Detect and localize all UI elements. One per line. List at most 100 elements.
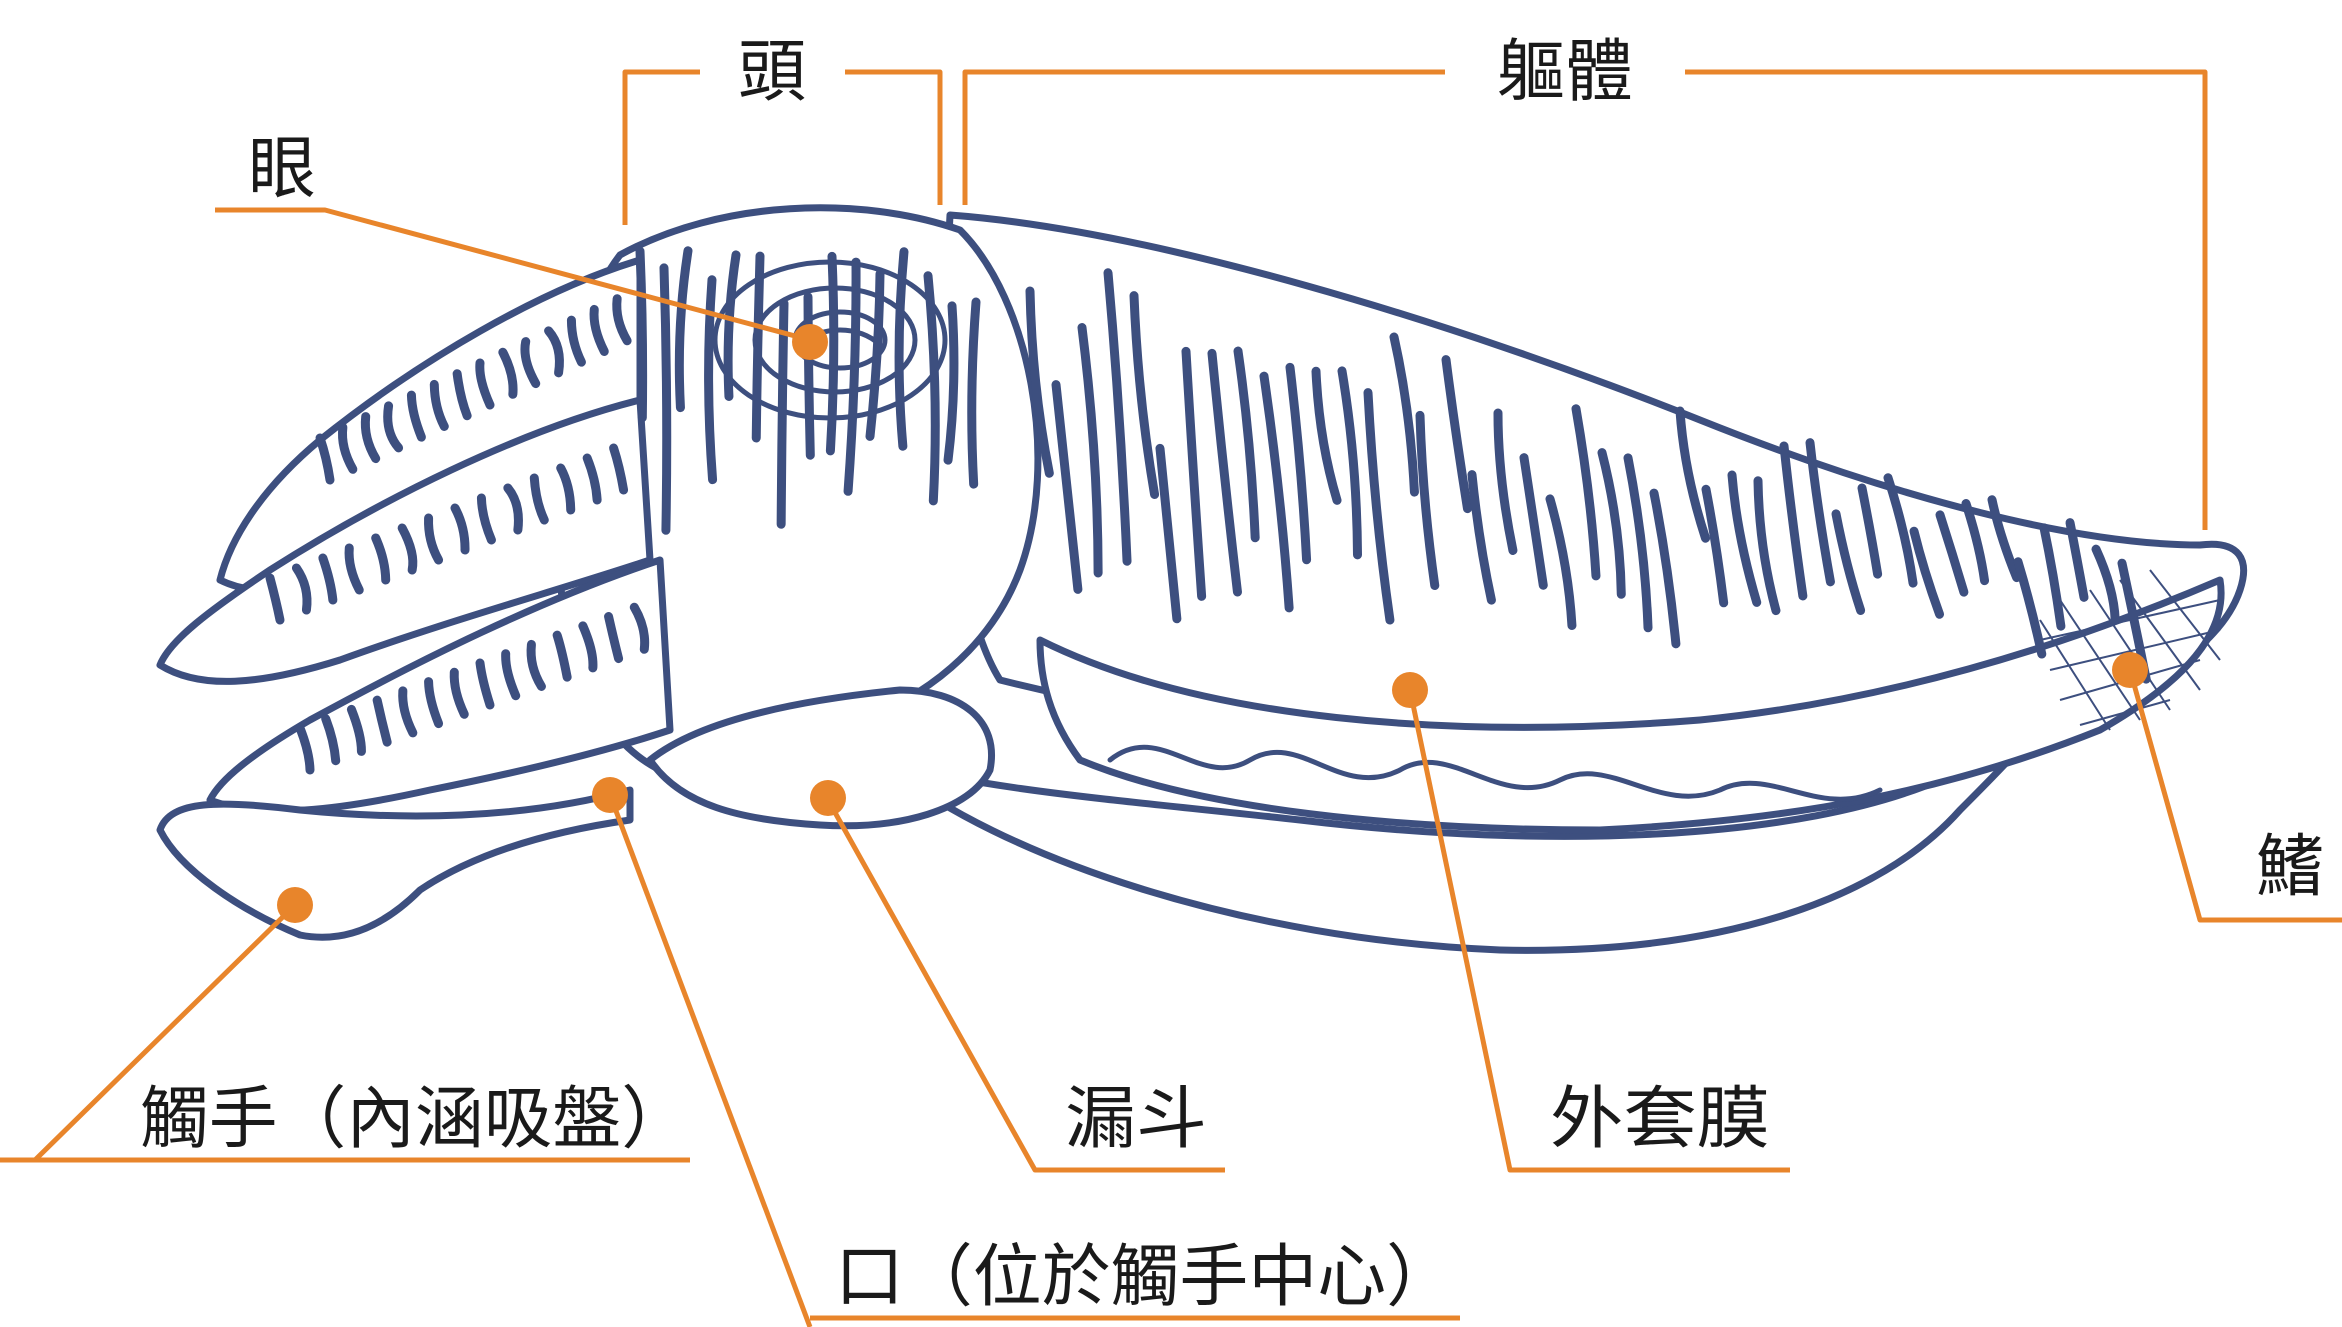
stripe-mark xyxy=(865,269,885,441)
stripe-mark xyxy=(659,263,672,535)
stripe-mark xyxy=(612,294,632,346)
stripe-mark xyxy=(450,503,470,555)
stripe-mark xyxy=(604,612,624,664)
stripe-mark xyxy=(371,533,391,585)
stripe-mark xyxy=(1051,380,1083,594)
stripe-mark xyxy=(1259,371,1294,613)
mouth-label: 口（位於觸手中心） xyxy=(835,1238,1455,1317)
stripe-mark xyxy=(1337,366,1362,560)
fin-leader-line xyxy=(2127,669,2342,923)
stripe-mark xyxy=(1909,526,1945,619)
stripe-mark xyxy=(776,298,789,529)
stripe-mark xyxy=(1883,473,1918,588)
stripe-mark xyxy=(424,513,444,565)
stripe-mark xyxy=(2065,518,2089,602)
stripe-mark xyxy=(751,251,765,443)
stripe-mark xyxy=(1935,510,1969,597)
stripe-mark xyxy=(449,667,469,719)
stripe-mark xyxy=(967,297,981,489)
stripe-mark xyxy=(429,379,449,431)
stripe-mark xyxy=(578,621,598,673)
funnel-leader-line xyxy=(825,798,1225,1173)
stripe-mark xyxy=(1233,346,1260,543)
stripe-mark xyxy=(589,304,609,356)
stripe-mark xyxy=(265,573,285,625)
stripe-mark xyxy=(529,473,549,525)
stripe-mark xyxy=(503,483,523,535)
stripe-mark xyxy=(674,246,693,413)
stripe-mark xyxy=(582,453,602,505)
stripe-mark xyxy=(337,422,358,474)
leader-dots xyxy=(277,324,2148,923)
stripe-mark xyxy=(1805,438,1835,587)
stripe-mark xyxy=(943,301,959,465)
stripe-mark xyxy=(398,686,418,738)
eye-dot xyxy=(792,324,828,360)
stripe-mark xyxy=(1077,323,1103,578)
mantle-leader-line xyxy=(1407,689,1790,1173)
stripe-mark xyxy=(344,543,364,595)
stripe-mark xyxy=(475,358,495,410)
stripe-mark xyxy=(2039,523,2066,631)
stripe-mark xyxy=(1103,268,1132,566)
eye-label: 眼 xyxy=(248,130,316,209)
tentacles-dot xyxy=(277,887,313,923)
stripe-mark xyxy=(923,271,940,506)
stripe-mark xyxy=(1779,441,1808,601)
stripe-mark xyxy=(1129,291,1160,499)
stripe-mark xyxy=(526,639,546,691)
stripe-mark xyxy=(1519,453,1548,590)
stripe-mark xyxy=(1961,499,1990,586)
leader-lines xyxy=(0,69,2342,1327)
stripe-mark xyxy=(372,695,392,747)
stripe-mark xyxy=(475,658,495,710)
eye-leader-line xyxy=(215,207,811,343)
stripe-mark xyxy=(1311,366,1342,505)
stripe-mark xyxy=(291,563,312,615)
stripe-mark xyxy=(321,714,341,766)
stripe-mark xyxy=(544,326,564,378)
stripe-mark xyxy=(894,247,909,451)
stripe-mark xyxy=(1987,495,2022,583)
stripe-mark xyxy=(2013,557,2047,659)
cuttlefish-illustration xyxy=(156,204,2248,954)
stripe-mark xyxy=(609,443,629,495)
stripe-mark xyxy=(498,347,518,399)
stripe-mark xyxy=(552,630,572,682)
stripe-mark xyxy=(1701,484,1729,608)
body-label: 軀體 xyxy=(1497,33,1633,112)
stripe-mark xyxy=(825,251,839,456)
stripe-mark xyxy=(723,250,741,401)
stripe-mark xyxy=(566,315,586,367)
stripe-mark xyxy=(1415,410,1440,591)
fin-wave-line xyxy=(1107,744,1883,802)
stripe-mark xyxy=(424,677,444,729)
stripe-mark xyxy=(397,523,418,575)
stripe-mark xyxy=(1363,388,1395,625)
stripe-mark xyxy=(1857,483,1883,579)
mouth-dot xyxy=(592,777,628,813)
mouth-leader-line xyxy=(607,794,813,1327)
labels: 頭 軀體 眼 鰭 觸手（內涵吸盤） 漏斗 外套膜 口（位於觸手中心） xyxy=(140,33,2324,1317)
fin-dot xyxy=(2112,652,2148,688)
stripe-mark xyxy=(520,337,541,389)
stripe-mark xyxy=(295,723,315,775)
head-bracket-line xyxy=(622,69,943,225)
stripe-mark xyxy=(406,390,426,442)
stripe-mark xyxy=(1675,406,1711,543)
stripe-mark xyxy=(360,412,381,464)
stripe-mark xyxy=(1571,404,1601,581)
stripe-mark xyxy=(346,704,366,756)
mantle-label: 外套膜 xyxy=(1550,1080,1770,1159)
stripe-mark xyxy=(1545,494,1577,631)
stripe-mark xyxy=(1623,453,1653,633)
fin-label: 鰭 xyxy=(2256,828,2324,907)
stripe-mark xyxy=(383,401,404,453)
stripe-mark xyxy=(501,649,521,701)
stripe-mark xyxy=(476,493,496,545)
stripe-mark xyxy=(1831,509,1866,615)
stripe-mark xyxy=(803,292,815,460)
tentacles-label: 觸手（內涵吸盤） xyxy=(140,1080,690,1159)
funnel-outline xyxy=(646,686,995,830)
